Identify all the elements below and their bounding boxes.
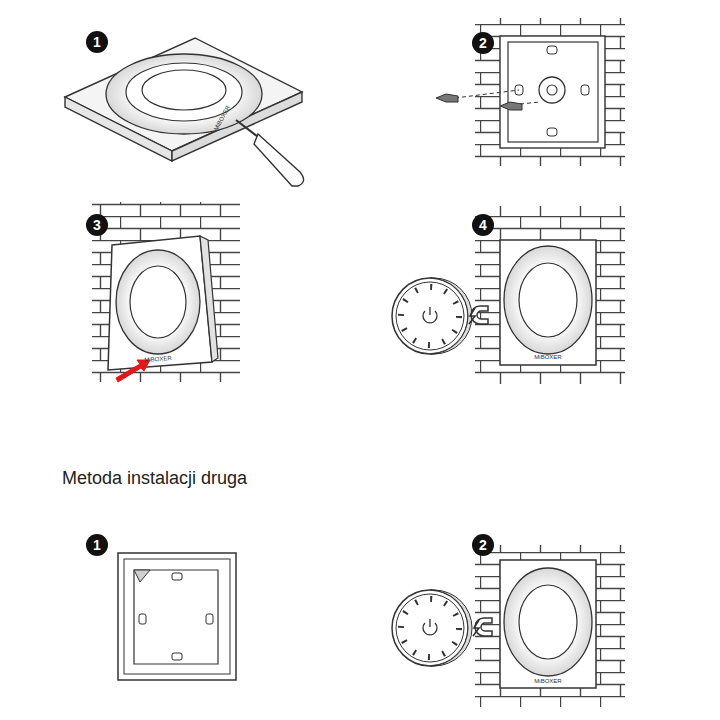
callout-number: 1 — [93, 35, 101, 49]
step-3-attach — [92, 202, 240, 382]
step-1-plate — [65, 38, 304, 186]
callout-number: 3 — [93, 218, 101, 232]
callout-number: 2 — [479, 538, 487, 552]
method2-step2-knob — [392, 545, 625, 707]
callout-number: 1 — [93, 538, 101, 552]
step-4-knob — [392, 206, 625, 384]
method2-step1-frame — [118, 553, 236, 680]
brand-mark: MiBOXER — [534, 354, 561, 360]
step-2-mounting — [436, 18, 625, 166]
section-heading: Metoda instalacji druga — [62, 469, 247, 487]
callout-number: 4 — [479, 218, 487, 232]
callout-number: 2 — [479, 36, 487, 50]
brand-mark: MiBOXER — [534, 678, 561, 684]
